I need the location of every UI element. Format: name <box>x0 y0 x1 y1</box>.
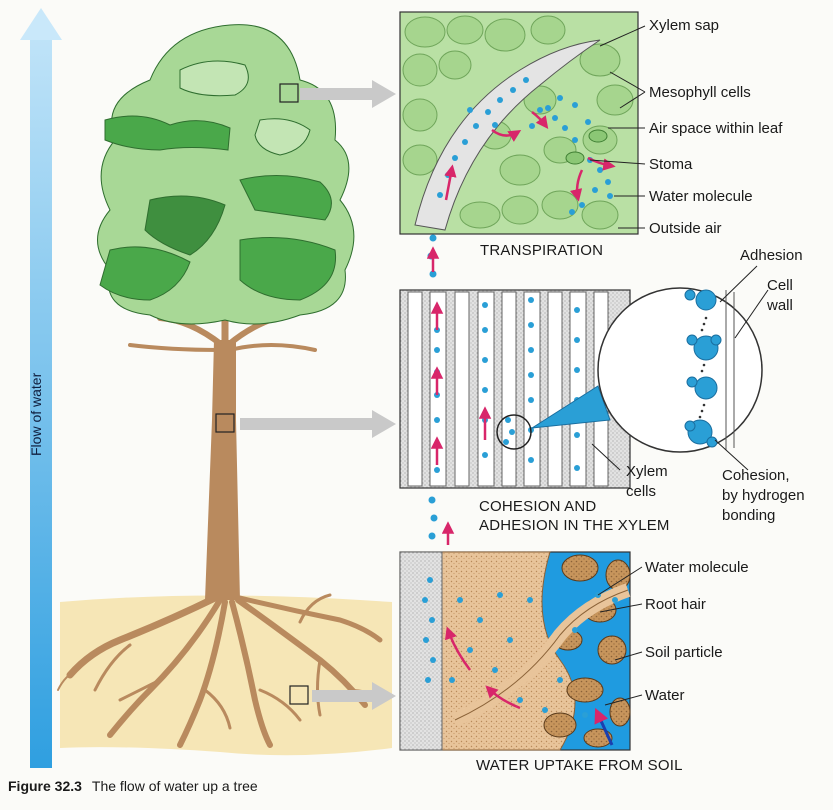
label-cohesion-3: bonding <box>722 507 776 524</box>
label-mesophyll-cells: Mesophyll cells <box>649 84 751 101</box>
flow-of-water-arrow <box>20 8 62 768</box>
caption-xylem-1: COHESION AND <box>479 498 597 515</box>
magnifier-pointer <box>531 385 611 429</box>
label-water-molecule-top: Water molecule <box>649 188 753 205</box>
pointer-arrows <box>240 80 396 710</box>
locator-box-root <box>289 685 309 705</box>
tree-trunk <box>205 340 240 600</box>
label-water: Water <box>645 687 685 704</box>
transpiration-panel <box>399 11 639 235</box>
magnified-xylem-circle <box>597 287 763 453</box>
label-air-space: Air space within leaf <box>649 120 783 137</box>
soil-panel <box>399 551 631 751</box>
locator-box-leaf <box>279 83 299 103</box>
figure-caption-text: The flow of water up a tree <box>91 778 258 794</box>
label-cohesion-1: Cohesion, <box>722 467 790 484</box>
locator-box-trunk <box>215 413 235 433</box>
xylem-panel <box>399 289 631 489</box>
figure-caption: Figure 32.3 The flow of water up a tree <box>8 778 258 794</box>
label-cohesion-2: by hydrogen <box>722 487 805 504</box>
label-xylem-sap: Xylem sap <box>649 17 720 34</box>
caption-xylem-2: ADHESION IN THE XYLEM <box>479 517 670 534</box>
soil-ground <box>60 595 392 756</box>
label-soil-particle: Soil particle <box>645 644 723 661</box>
label-cell-wall-1: Cell <box>767 277 793 294</box>
tree-roots <box>57 593 386 748</box>
leader-lines <box>589 25 769 706</box>
caption-water-uptake: WATER UPTAKE FROM SOIL <box>476 757 683 774</box>
label-cell-wall-2: wall <box>767 297 793 314</box>
label-xylem-cells-2: cells <box>626 483 657 500</box>
label-water-molecule-soil: Water molecule <box>645 559 749 576</box>
label-xylem-cells-1: Xylem <box>626 463 668 480</box>
label-root-hair: Root hair <box>645 596 706 613</box>
label-adhesion: Adhesion <box>740 247 803 264</box>
tree-canopy <box>97 24 355 325</box>
figure-number: Figure 32.3 <box>8 778 82 794</box>
label-outside-air: Outside air <box>649 220 722 237</box>
label-stoma: Stoma <box>649 156 693 173</box>
caption-transpiration: TRANSPIRATION <box>480 242 604 259</box>
flow-of-water-label: Flow of water <box>28 372 44 456</box>
